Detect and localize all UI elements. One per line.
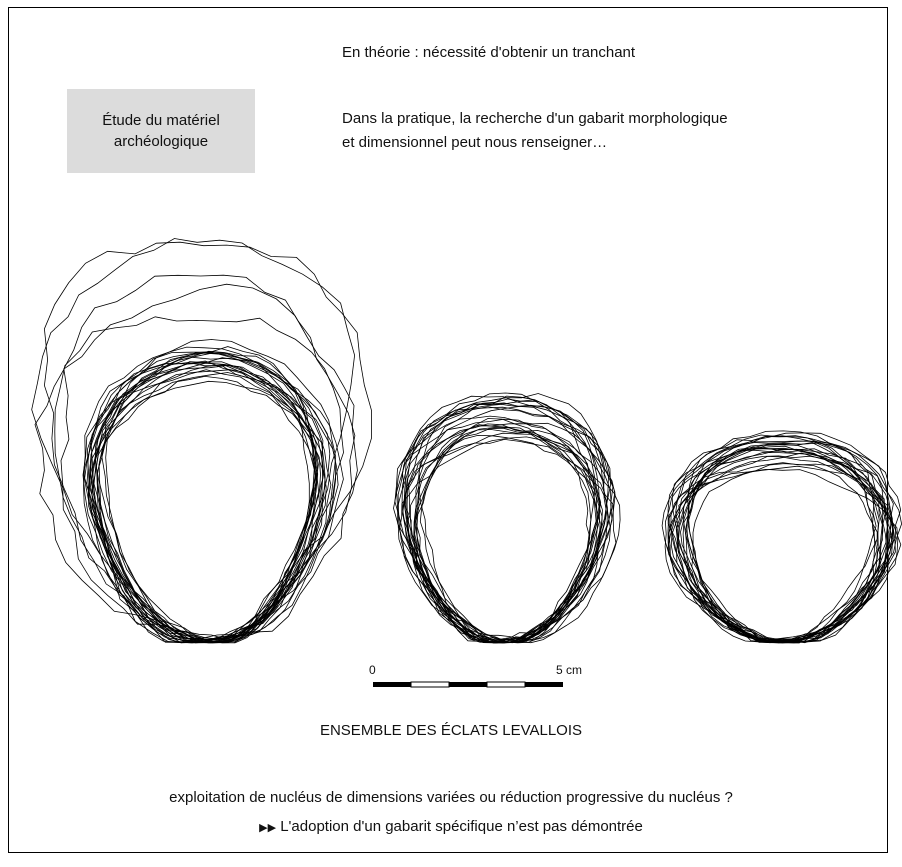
large-flake-outline [87,351,344,641]
double-arrow-icon: ▶▶ [259,822,277,834]
small-flake-outline [686,443,884,642]
medium-flake-outline [401,438,611,644]
conclusion-text: L'adoption d'un gabarit spécifique n’est… [280,818,643,835]
medium-flake-outline [418,398,602,644]
medium-flake-outline [396,406,609,644]
medium-flake-outline [406,423,600,643]
large-flake-outline [101,350,316,644]
header-line-3: et dimensionnel peut nous renseigner… [342,134,608,151]
scale-segment-5 [525,682,563,687]
large-flake-outline [54,316,344,644]
small-flake-outline [691,463,881,643]
small-flake-outline [667,432,902,644]
scale-segment-2 [410,681,450,688]
large-flake-outline [82,339,337,640]
small-flakes-group [661,430,902,644]
large-flake-outline [43,241,372,643]
header-line-1: En théorie : nécessité d'obtenir un tran… [342,44,636,61]
small-flake-outline [667,452,883,643]
medium-flake-outline [393,406,616,644]
large-flake-outline [96,364,318,644]
large-flake-outline [83,360,332,644]
conclusion-line: ▶▶ L'adoption d'un gabarit spécifique n’… [0,815,902,840]
large-flake-outline [88,380,326,643]
large-flake-outline [90,375,319,644]
medium-flake-outline [416,434,599,643]
header-line-2: Dans la pratique, la recherche d'un gaba… [342,110,728,127]
small-flake-outline [670,468,902,643]
small-flake-outline [682,445,890,643]
scale-bar [373,681,563,688]
large-flake-outline [94,352,324,644]
scale-right-label: 5 cm [556,663,583,677]
medium-flake-outline [413,427,591,641]
medium-flake-outline [404,392,614,643]
medium-flake-outline [399,436,617,641]
small-flake-outline [686,440,877,643]
medium-flake-outline [404,402,612,644]
medium-flake-outline [419,424,597,643]
small-flake-outline [684,442,876,644]
large-flake-outline [89,362,327,640]
large-flake-outline [34,283,358,641]
scale-left-label: 0 [369,663,376,677]
scale-segment-1 [373,682,411,687]
large-flake-outline [93,362,319,644]
small-flake-outline [670,462,896,644]
scale-segment-4 [486,681,526,688]
small-flake-outline [667,465,893,644]
large-flake-outline [60,274,356,643]
large-flake-outline [83,346,331,643]
study-label-box: Étude du matériel archéologique [67,89,255,173]
large-flakes-group [31,238,372,644]
small-flake-outline [676,455,878,644]
scale-segment-3 [449,682,487,687]
large-flake-outline [31,238,356,644]
medium-flake-outline [404,423,621,643]
small-flake-outline [667,442,894,644]
medium-flakes-group [393,392,621,644]
small-flake-outline [688,449,880,644]
medium-flake-outline [402,432,603,643]
question-text: exploitation de nucléus de dimensions va… [169,789,733,806]
caption: ENSEMBLE DES ÉCLATS LEVALLOIS [319,722,583,739]
small-flake-outline [680,446,893,643]
